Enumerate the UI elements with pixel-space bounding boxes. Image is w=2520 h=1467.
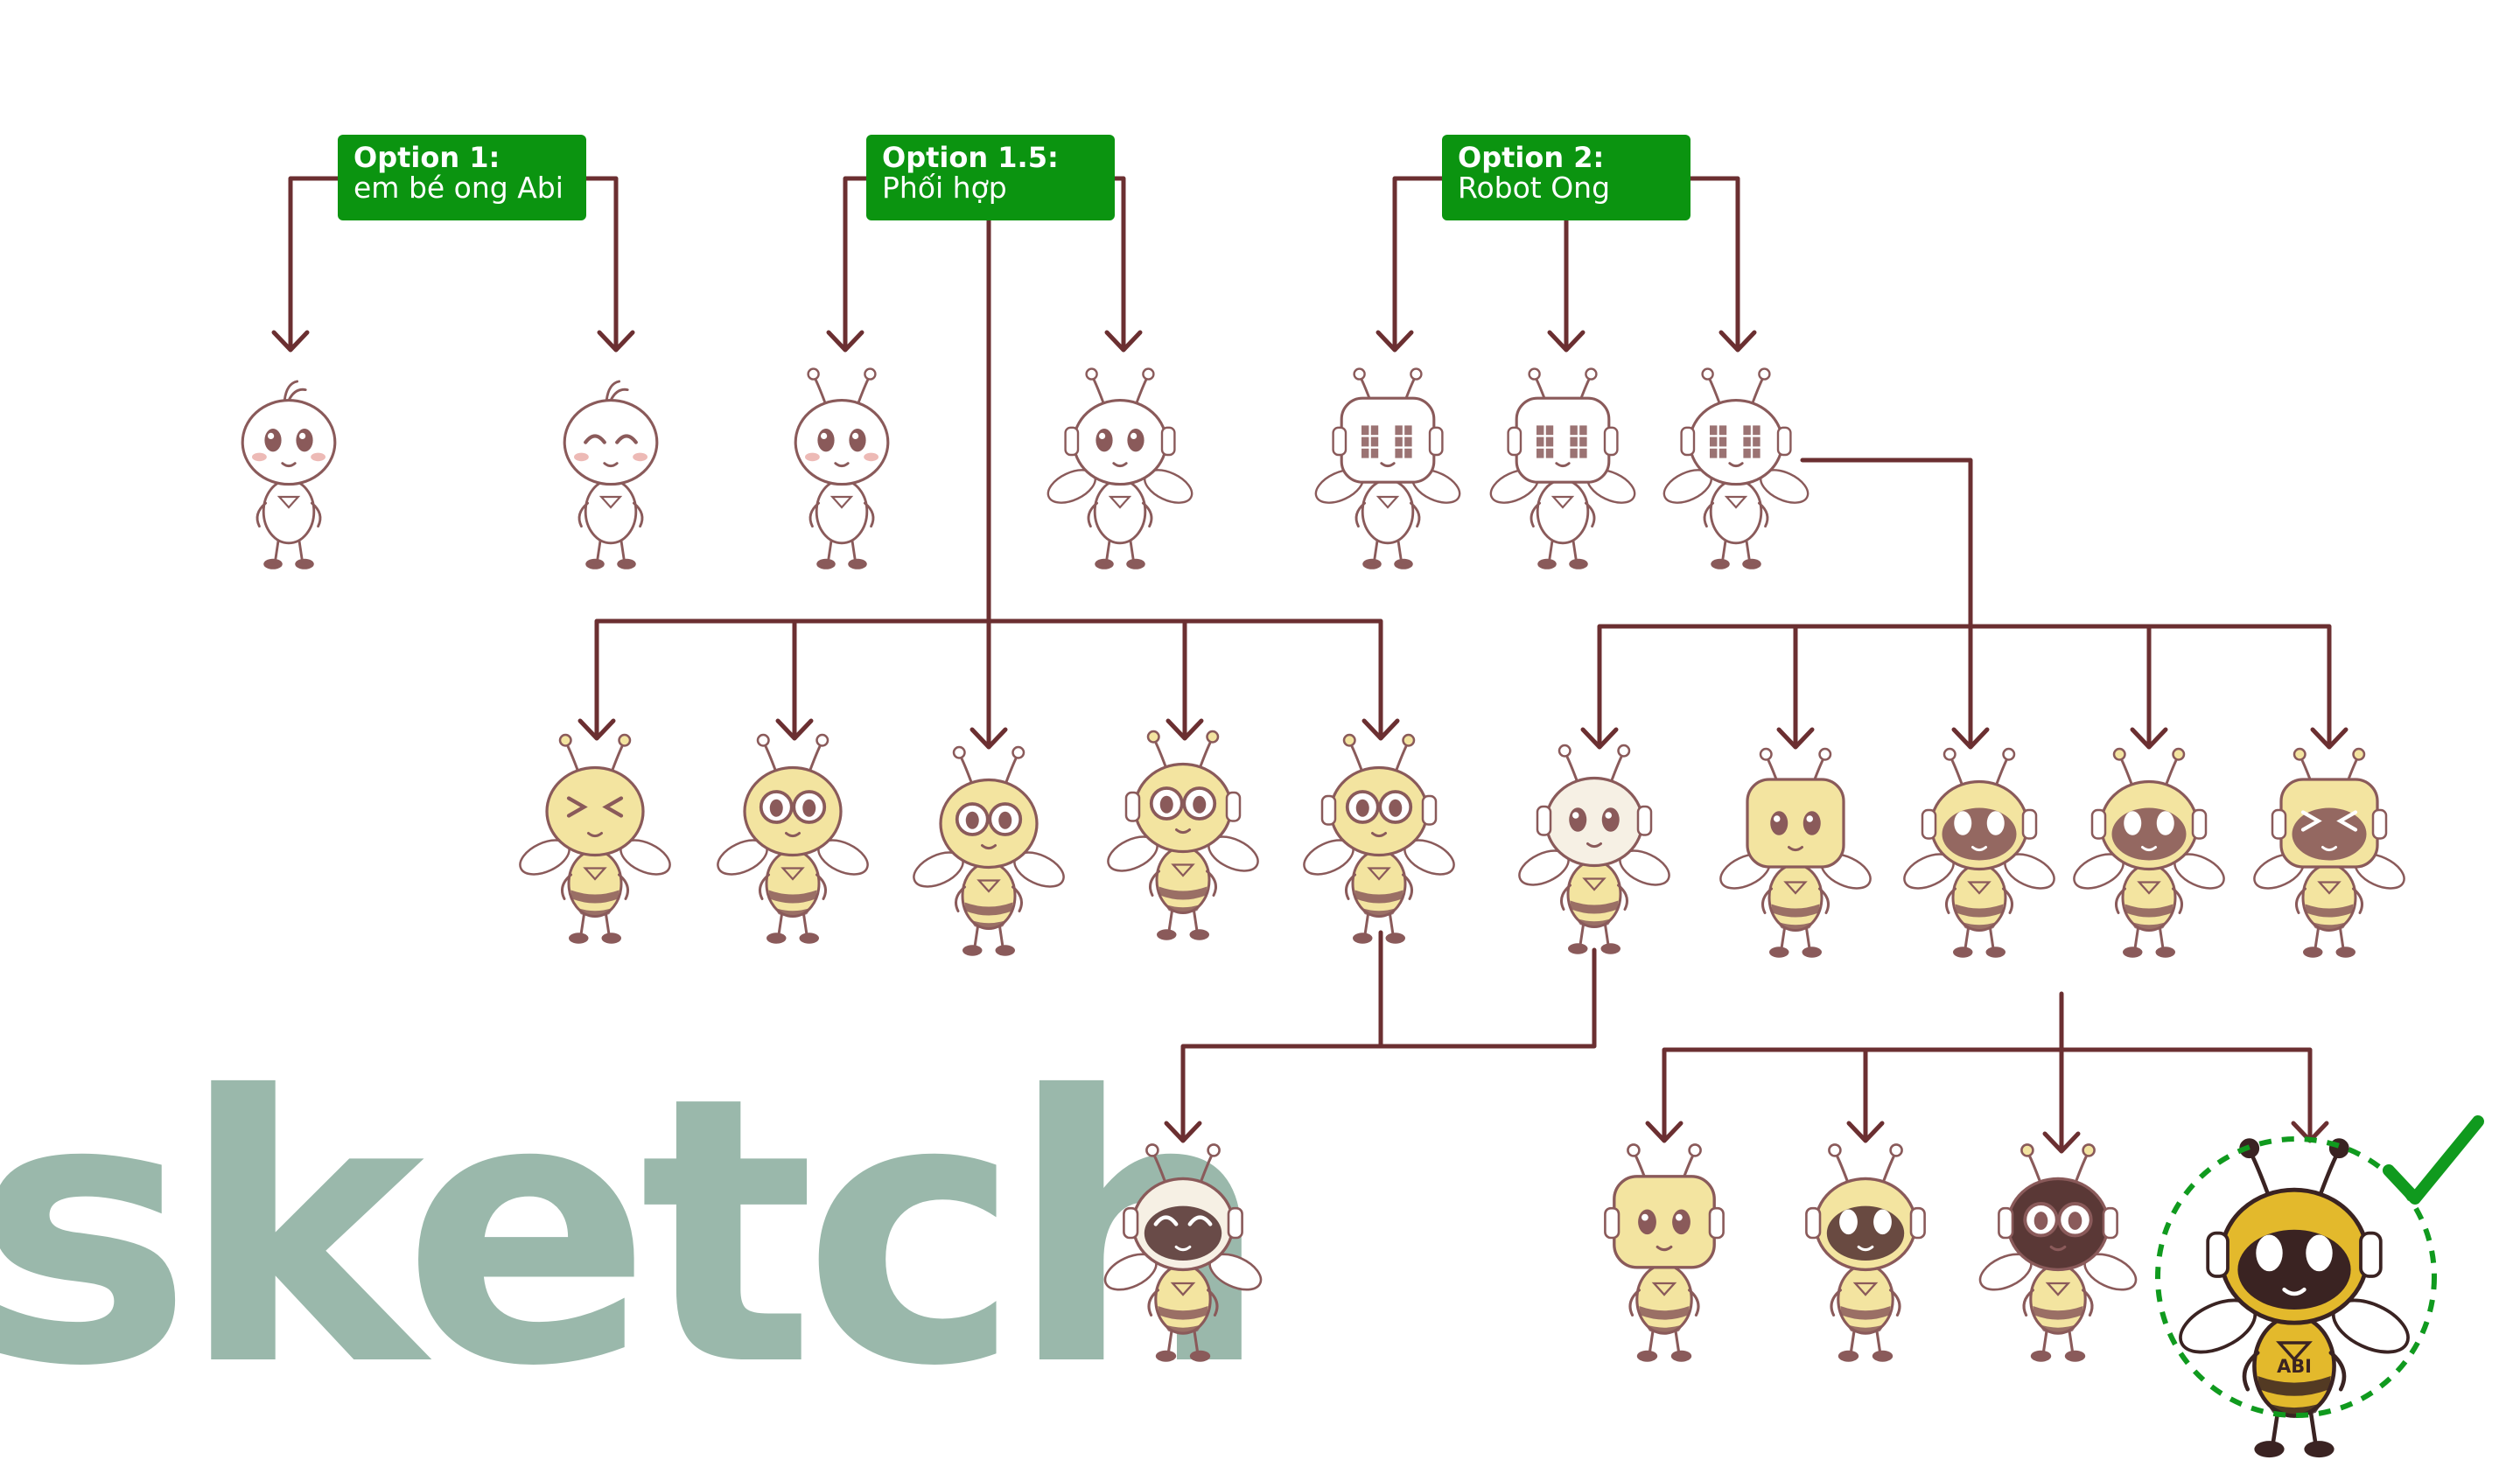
refined-bee-1 [1103,1143,1263,1362]
option-1-subtitle: em bé ong Abi [354,170,564,205]
arrow-head [826,330,864,353]
arrow-head [1718,330,1757,353]
connector-line [1392,176,1445,351]
robot-hybrid-bee-5 [2253,747,2405,958]
arrow-head [1951,727,1990,750]
robot-bee-sketch-1 [1314,367,1461,569]
connector-line [1180,930,1597,1142]
arrow-head [1547,330,1586,353]
connector-line [843,176,869,351]
robot-hybrid-bee-3 [1903,747,2055,958]
connector-line [288,176,340,351]
refined-robot-bee-2 [1805,1143,1926,1362]
option-1-title: Option 1: [354,141,500,174]
hybrid-bee-1 [519,733,671,944]
arrow-head [1166,718,1204,741]
refined-robot-bee-3 [1978,1143,2138,1362]
baby-bee-sketch-1 [241,380,337,569]
refined-robot-bee-1 [1604,1143,1725,1362]
selection-ring [2155,1136,2437,1418]
connector-line [1662,1047,2313,1152]
final-mascot: ABI [2179,1138,2410,1458]
arrow-head [1645,1121,1684,1143]
option-1-5-box: Option 1.5: Phối hợp [866,135,1115,220]
connector-line [584,176,619,351]
arrow-head [775,718,814,741]
checkmark-icon [2383,1115,2484,1205]
arrow-head [1104,330,1143,353]
arrow-head [1164,1121,1202,1143]
arrow-head [2310,727,2348,750]
mascot-badge-text: ABI [2277,1356,2312,1377]
option-2-subtitle: Robot Ong [1458,170,1611,205]
arrow-head [970,727,1008,750]
arrow-head [2130,727,2168,750]
connector-line [1597,458,2332,748]
connector-line [594,618,1383,739]
arrow-head [1580,727,1619,750]
robot-bee-sketch-3 [1662,367,1810,569]
option-1-box: Option 1: em bé ong Abi [338,135,586,220]
robot-hybrid-bee-1 [1518,744,1670,954]
arrow-head [578,718,616,741]
arrow-head [271,330,310,353]
hybrid-bee-5 [1303,733,1455,944]
hybrid-bee-2 [717,733,869,944]
combo-bee-sketch-2 [1046,367,1194,569]
arrow-head [1362,718,1400,741]
arrow-head [2042,1131,2081,1154]
arrow-head [597,330,635,353]
connector-line [1688,176,1740,351]
arrow-head [1776,727,1815,750]
option-1-5-title: Option 1.5: [882,141,1059,174]
option-1-5-subtitle: Phối hợp [882,170,1007,205]
sketch-heading: sketch [0,1019,1270,1447]
option-2-box: Option 2: Robot Ong [1442,135,1690,220]
robot-bee-sketch-2 [1489,367,1636,569]
hybrid-bee-4 [1107,730,1259,940]
robot-hybrid-bee-4 [2073,747,2225,958]
arrow-head [1846,1121,1885,1143]
connector-line [1112,176,1126,351]
hybrid-bee-3 [913,745,1065,956]
arrow-head [1376,330,1414,353]
robot-hybrid-bee-2 [1719,747,1872,958]
combo-bee-sketch-1 [794,367,890,569]
baby-bee-sketch-2 [563,380,659,569]
option-2-title: Option 2: [1458,141,1605,174]
